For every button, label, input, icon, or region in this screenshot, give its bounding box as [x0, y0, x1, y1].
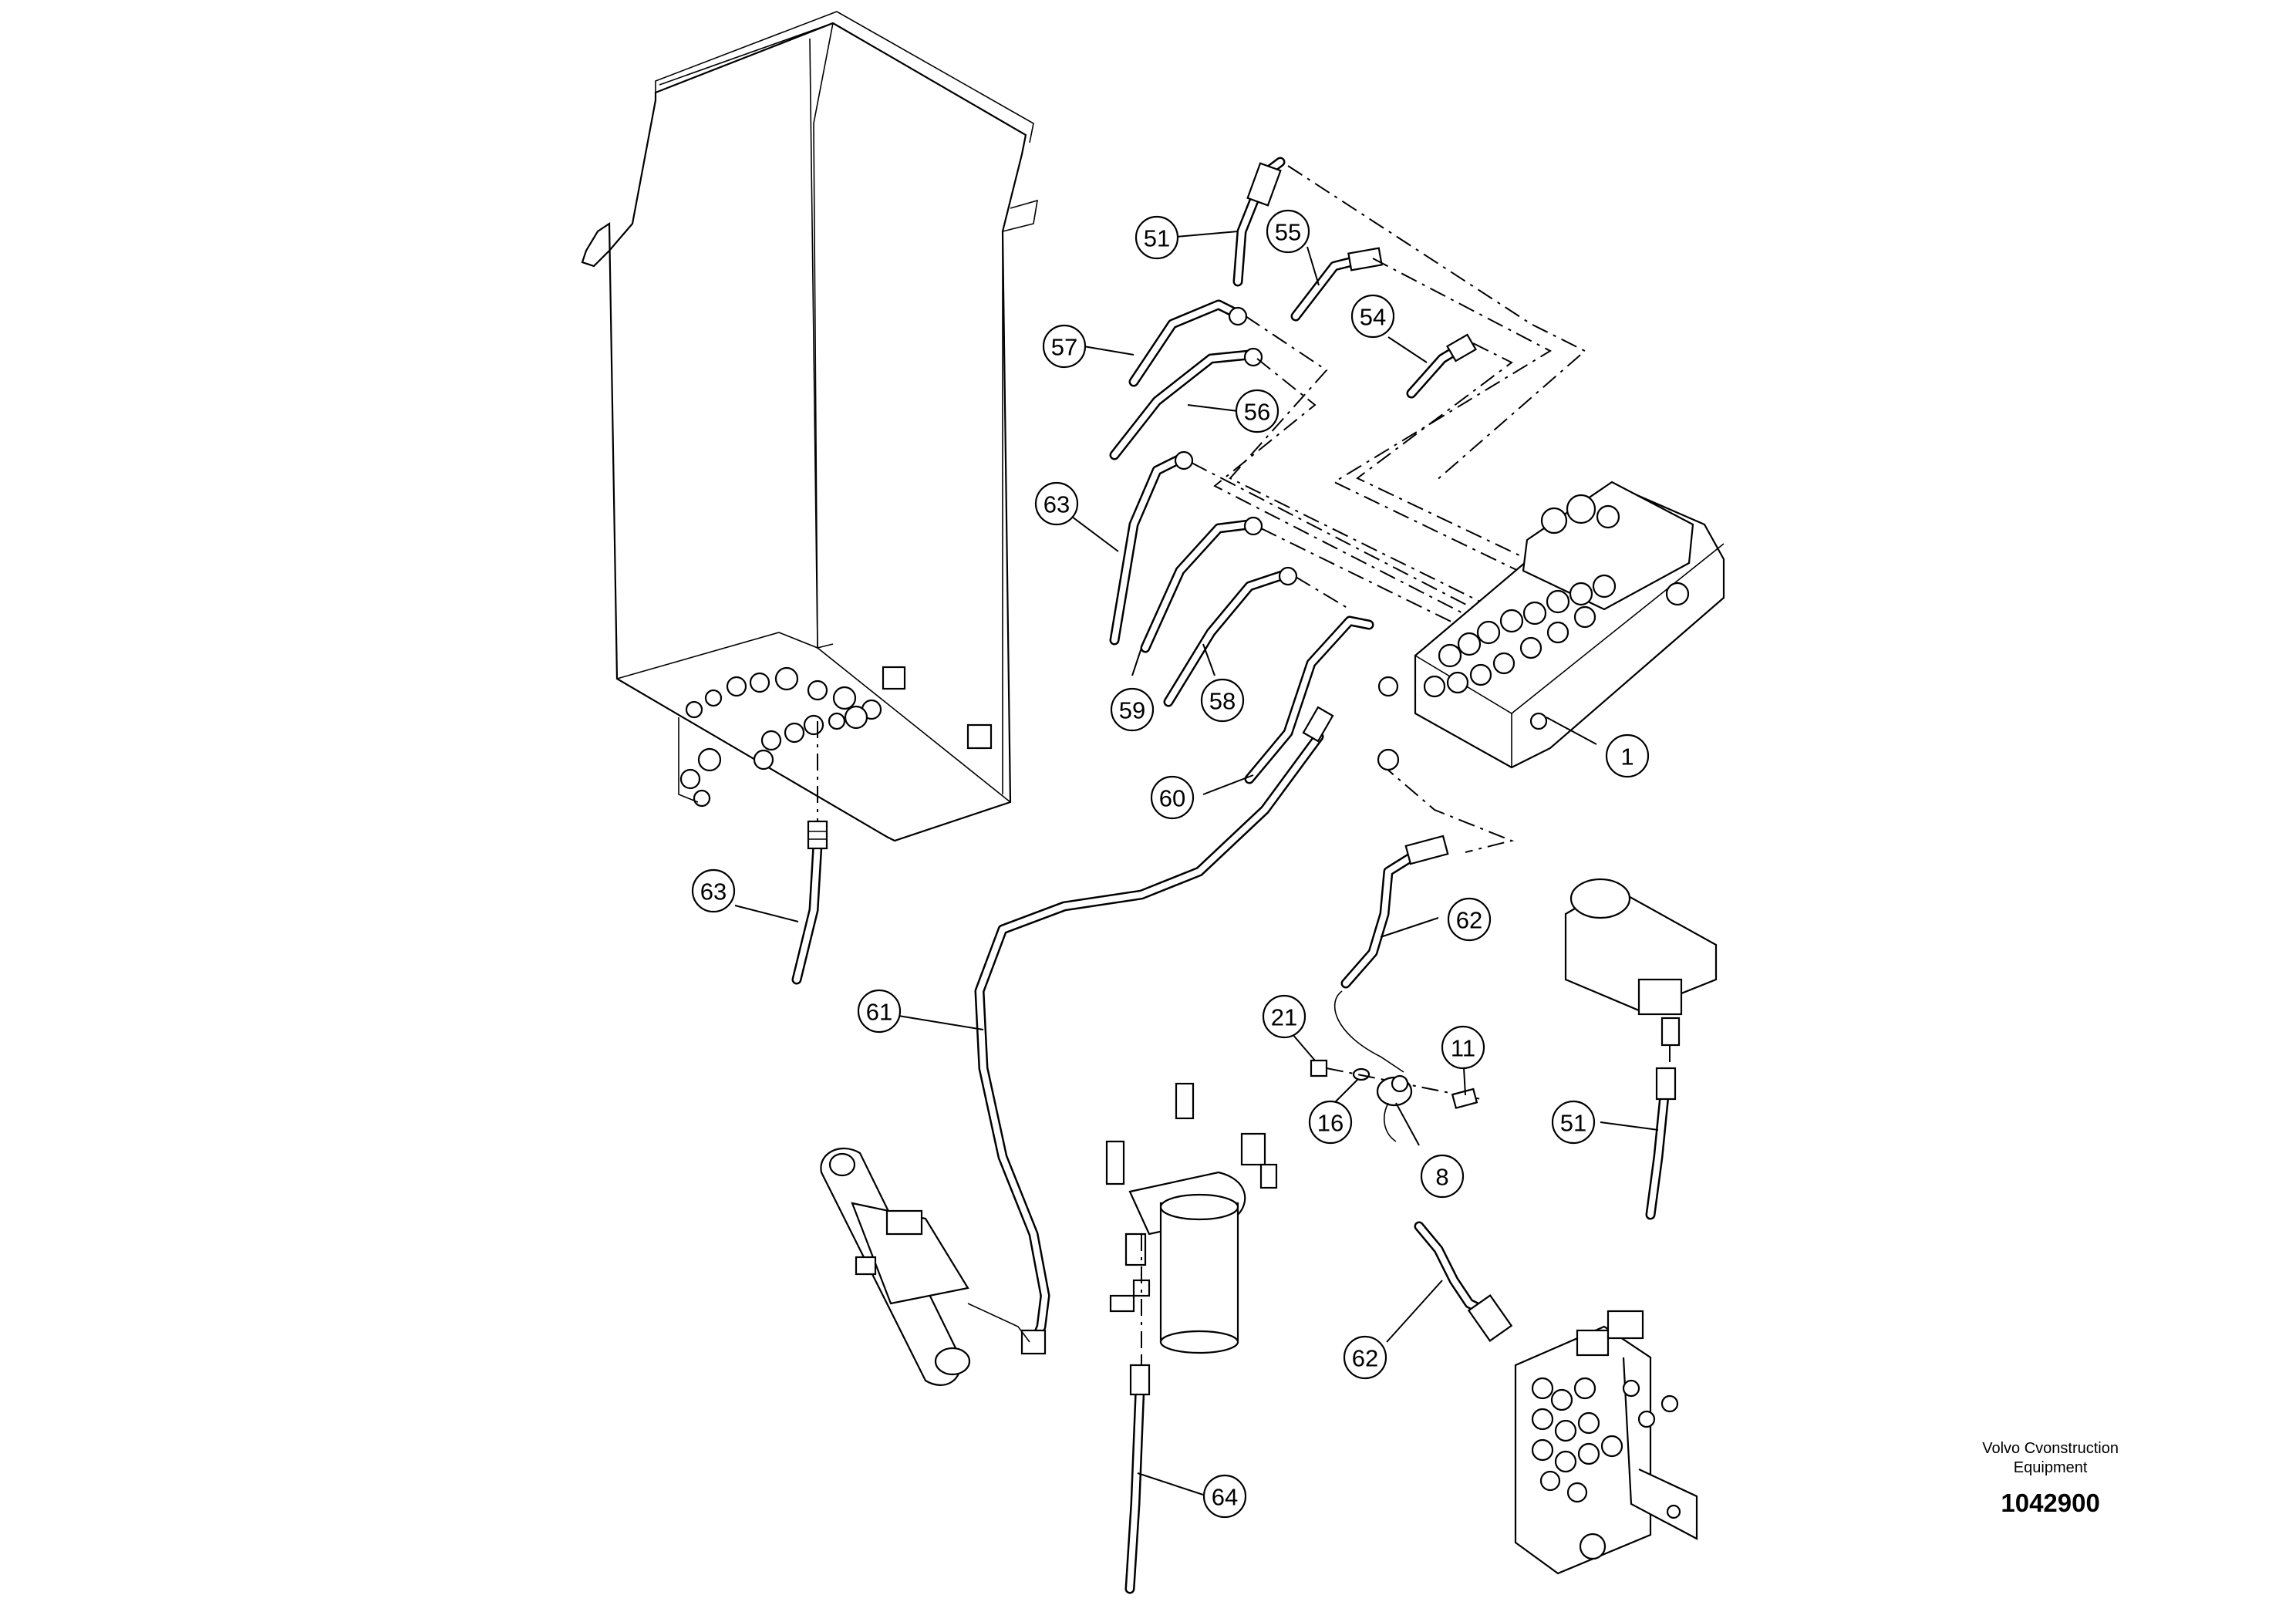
callout-number: 54 [1360, 304, 1386, 331]
routing-lines [1191, 165, 1586, 853]
callout-55: 55 [1266, 209, 1310, 254]
callout-number: 21 [1271, 1004, 1297, 1031]
callout-circle [1150, 775, 1195, 820]
callout-number: 16 [1317, 1110, 1344, 1137]
callout-8: 8 [1420, 1154, 1465, 1199]
callout-61: 61 [857, 989, 902, 1034]
callout-number: 58 [1209, 688, 1236, 715]
hydraulic-filter [1105, 1082, 1278, 1365]
callout-1: 1 [1605, 733, 1650, 778]
callout-51-top: 51 [1135, 215, 1179, 260]
callout-circle [1034, 481, 1079, 526]
drawing-footer: Volvo Cvonstruction Equipment 1042900 [1982, 1439, 2119, 1518]
hose-62-lower [1414, 1221, 1513, 1342]
valve-bracket-assembly [1514, 1310, 1698, 1575]
callout-number: 62 [1352, 1345, 1378, 1372]
hose-63-lower [791, 820, 828, 985]
callout-number: 63 [1043, 491, 1070, 518]
callout-circle [1420, 1154, 1465, 1199]
callout-number: 57 [1051, 334, 1077, 361]
hose-64 [1124, 1364, 1151, 1594]
callout-number: 11 [1451, 1035, 1475, 1062]
callout-circle [1110, 687, 1155, 732]
callout-circle [1202, 1474, 1247, 1519]
hose-61 [974, 706, 1334, 1355]
tank-fittings [678, 666, 882, 808]
callout-63-bottom: 63 [691, 868, 736, 913]
callout-number: 8 [1435, 1164, 1448, 1191]
leader-lines [734, 231, 1659, 1496]
callout-circle [1551, 1100, 1596, 1145]
hose-62-upper [1333, 835, 1449, 1073]
callout-56: 56 [1235, 389, 1279, 433]
callout-number: 61 [866, 999, 892, 1026]
valve-block [1377, 481, 1725, 771]
callout-circle [1308, 1100, 1353, 1145]
callout-circle [1135, 215, 1179, 260]
callout-circle [1200, 678, 1245, 723]
callout-number: 64 [1212, 1484, 1238, 1511]
callout-labels: 51 55 57 54 56 63 59 58 60 1 63 62 61 21 11 16 8 51 62 64 [691, 209, 1650, 1519]
callout-number: 56 [1244, 399, 1270, 426]
manufacturer-line-2: Equipment [2013, 1459, 2088, 1476]
callout-57: 57 [1042, 324, 1087, 369]
callout-54: 54 [1350, 294, 1395, 339]
callout-circle [1447, 897, 1492, 942]
callout-62-bottom: 62 [1343, 1335, 1387, 1380]
callout-number: 60 [1159, 785, 1185, 812]
callout-63-top: 63 [1034, 481, 1079, 526]
callout-circle [1235, 389, 1279, 433]
callout-60: 60 [1150, 775, 1195, 820]
upper-hoses [1109, 157, 1477, 784]
small-fittings [1310, 1059, 1482, 1142]
callout-64: 64 [1202, 1474, 1247, 1519]
callout-number: 1 [1620, 744, 1633, 771]
drawing-reference-number: 1042900 [2001, 1489, 2100, 1517]
pump-motor [1564, 878, 1718, 1064]
hydraulic-cylinder [820, 1147, 1030, 1386]
callout-circle [1262, 994, 1306, 1039]
callout-number: 63 [700, 878, 727, 905]
callout-59: 59 [1110, 687, 1155, 732]
callout-circle [857, 989, 902, 1034]
callout-circle [1042, 324, 1087, 369]
callout-number: 62 [1456, 907, 1482, 934]
callout-circle [691, 868, 736, 913]
hydraulic-tank [581, 11, 1038, 842]
callout-51-bottom: 51 [1551, 1100, 1596, 1145]
callout-circle [1441, 1025, 1485, 1070]
callout-number: 59 [1119, 697, 1145, 724]
callout-circle [1350, 294, 1395, 339]
callout-number: 51 [1560, 1110, 1586, 1137]
callout-16: 16 [1308, 1100, 1353, 1145]
manufacturer-line-1: Volvo Cvonstruction [1982, 1440, 2119, 1457]
callout-number: 55 [1275, 219, 1301, 246]
callout-21: 21 [1262, 994, 1306, 1039]
callout-circle [1266, 209, 1310, 254]
callout-number: 51 [1144, 225, 1170, 252]
callout-circle [1605, 733, 1650, 778]
callout-11: 11 [1441, 1025, 1485, 1070]
callout-circle [1343, 1335, 1387, 1380]
callout-58: 58 [1200, 678, 1245, 723]
callout-62-top: 62 [1447, 897, 1492, 942]
hose-51-lower [1645, 1067, 1677, 1220]
